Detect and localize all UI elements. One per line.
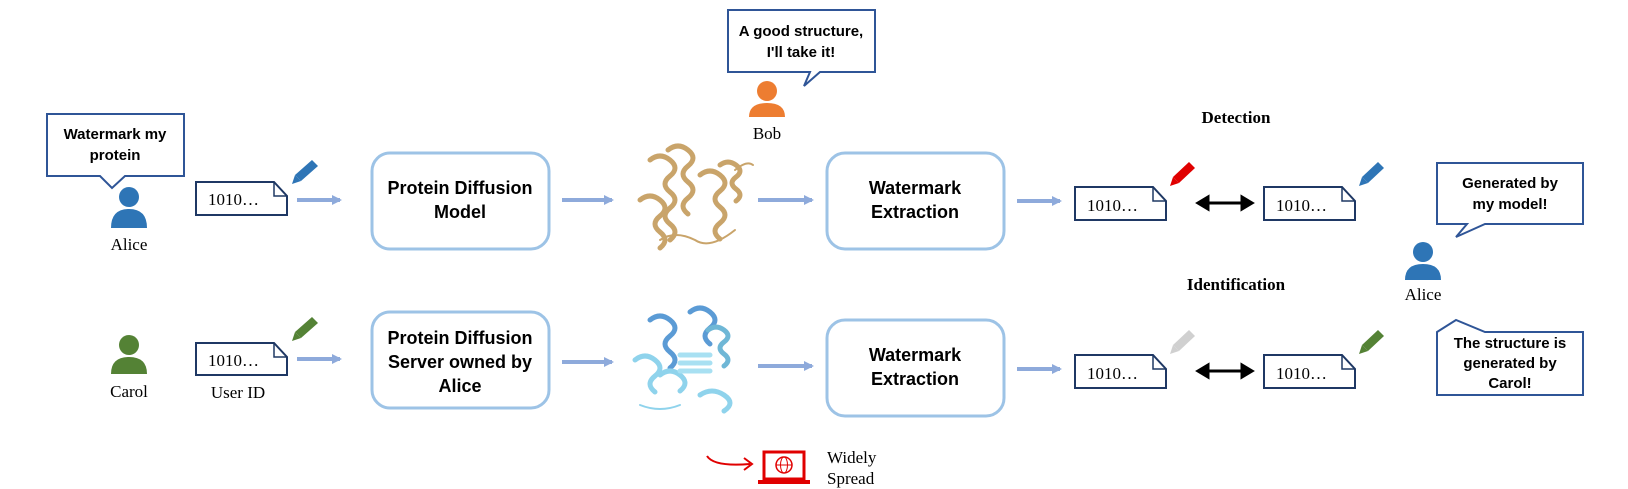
- bob-name: Bob: [753, 124, 781, 143]
- alice-code-document: 1010…: [195, 181, 288, 216]
- protein-structure-tan-image: [637, 143, 754, 251]
- carol-code: 1010…: [208, 351, 259, 370]
- identification-code-left: 1010…: [1074, 354, 1167, 389]
- blue-pen-icon: [1359, 162, 1384, 186]
- alice-right-speech-bubble-top: Generated by my model!: [1436, 162, 1584, 238]
- identification-title: Identification: [1187, 275, 1286, 294]
- green-pen-icon: [292, 317, 318, 341]
- protein-diffusion-server-box: Protein Diffusion Server owned by Alice: [370, 310, 551, 410]
- alice-right-name: Alice: [1405, 285, 1442, 304]
- server-box-line2: Server owned by: [388, 352, 532, 372]
- alice-right-bubble-top-line1: Generated by: [1462, 175, 1559, 192]
- model-box-line2: Model: [434, 202, 486, 222]
- identification-code-right: 1010…: [1263, 354, 1356, 389]
- server-box-line1: Protein Diffusion: [388, 328, 533, 348]
- detection-code-right: 1010…: [1263, 186, 1356, 221]
- detection-code-left: 1010…: [1074, 186, 1167, 221]
- spread-line2: Spread: [827, 469, 875, 488]
- identification-code-right-text: 1010…: [1276, 364, 1327, 383]
- extract-top-line2: Extraction: [871, 202, 959, 222]
- carol-person-icon: [111, 335, 147, 374]
- identification-code-left-text: 1010…: [1087, 364, 1138, 383]
- alice-right-bubble-bottom-line2: generated by: [1463, 355, 1557, 372]
- double-arrow-identification: [1195, 362, 1255, 380]
- spread-line1: Widely: [827, 448, 877, 467]
- alice-right-bubble-bottom-line3: Carol!: [1488, 375, 1531, 392]
- bob-bubble-line1: A good structure,: [739, 23, 863, 40]
- green-pen-icon: [1359, 330, 1384, 354]
- detection-code-right-text: 1010…: [1276, 196, 1327, 215]
- detection-code-left-text: 1010…: [1087, 196, 1138, 215]
- alice-bubble-line1: Watermark my: [64, 126, 167, 143]
- carol-user-id-document: 1010…: [195, 342, 288, 376]
- gray-pen-icon: [1170, 330, 1195, 354]
- bob-bubble-line2: I'll take it!: [767, 44, 836, 61]
- bob-speech-bubble: A good structure, I'll take it!: [727, 9, 876, 87]
- protein-structure-cyan-image: [632, 305, 733, 414]
- server-box-line3: Alice: [438, 376, 481, 396]
- alice-name: Alice: [111, 235, 148, 254]
- extract-top-line1: Watermark: [869, 178, 962, 198]
- user-id-caption: User ID: [211, 383, 265, 402]
- double-arrow-detection: [1195, 194, 1255, 212]
- extract-bottom-line1: Watermark: [869, 345, 962, 365]
- extract-bottom-line2: Extraction: [871, 369, 959, 389]
- alice-speech-bubble: Watermark my protein: [46, 113, 185, 190]
- watermark-extraction-box-top: Watermark Extraction: [825, 151, 1006, 251]
- red-curved-arrow-icon: [706, 455, 754, 471]
- alice-right-bubble-top-line2: my model!: [1472, 196, 1547, 213]
- model-box-line1: Protein Diffusion: [388, 178, 533, 198]
- alice-right-bubble-bottom-line1: The structure is: [1454, 335, 1567, 352]
- bob-person-icon: [749, 81, 785, 117]
- blue-pen-icon: [292, 160, 318, 184]
- alice-right-person-icon: [1405, 242, 1441, 280]
- protein-diffusion-model-box: Protein Diffusion Model: [370, 151, 551, 251]
- alice-right-speech-bubble-bottom: The structure is generated by Carol!: [1436, 318, 1584, 396]
- alice-code: 1010…: [208, 190, 259, 209]
- carol-name: Carol: [110, 382, 148, 401]
- alice-person-icon: [111, 187, 147, 228]
- alice-bubble-line2: protein: [90, 147, 141, 164]
- laptop-globe-icon: [758, 450, 810, 484]
- watermark-extraction-box-bottom: Watermark Extraction: [825, 318, 1006, 418]
- red-pen-icon: [1170, 162, 1195, 186]
- detection-title: Detection: [1202, 108, 1271, 127]
